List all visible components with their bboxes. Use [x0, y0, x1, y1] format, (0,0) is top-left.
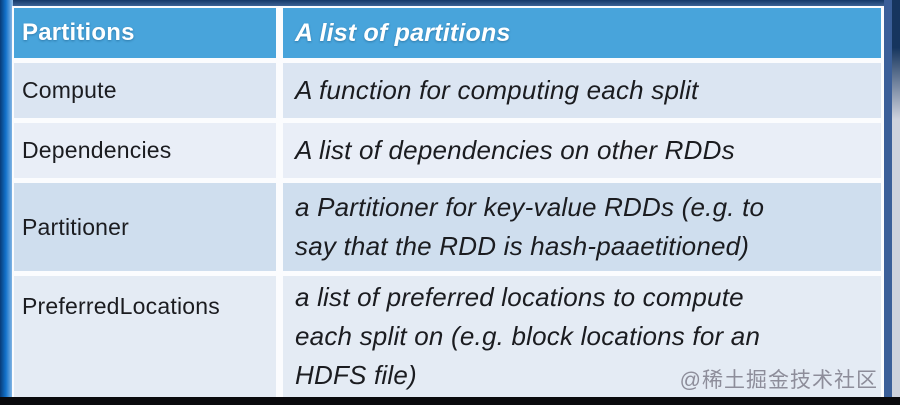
header-cell-partitions: Partitions: [14, 8, 276, 58]
rdd-properties-table: Partitions A list of partitions Compute …: [12, 6, 884, 397]
row-key-cell-dependencies: Dependencies: [14, 123, 276, 178]
frame-right-outer-strip: [892, 0, 900, 397]
header-value-label: A list of partitions: [295, 19, 511, 47]
frame-bottom-border: [0, 397, 900, 405]
row-value-cell-preferredlocations: a list of preferred locations to compute…: [283, 276, 881, 397]
row-value-text: a list of preferred locations to compute…: [295, 282, 761, 390]
row-key-cell-compute: Compute: [14, 63, 276, 118]
row-value-cell-partitioner: a Partitioner for key-value RDDs (e.g. t…: [283, 183, 881, 271]
row-value-text: A list of dependencies on other RDDs: [295, 135, 735, 165]
row-key-label: Dependencies: [22, 137, 172, 163]
row-key-cell-partitioner: Partitioner: [14, 183, 276, 271]
watermark: @稀土掘金技术社区: [679, 369, 878, 392]
frame-left-border: [0, 0, 13, 397]
row-value-text: A function for computing each split: [295, 75, 699, 105]
row-key-label: Compute: [22, 77, 117, 103]
row-key-label: PreferredLocations: [22, 293, 220, 319]
header-cell-description: A list of partitions: [283, 8, 881, 58]
row-key-label: Partitioner: [22, 213, 130, 240]
row-value-cell-compute: A function for computing each split: [283, 63, 881, 118]
row-value-cell-dependencies: A list of dependencies on other RDDs: [283, 123, 881, 178]
row-value-text: a Partitioner for key-value RDDs (e.g. t…: [295, 192, 765, 261]
row-key-cell-preferredlocations: PreferredLocations: [14, 276, 276, 397]
header-key-label: Partitions: [22, 19, 135, 46]
frame-top-border: [0, 0, 900, 6]
